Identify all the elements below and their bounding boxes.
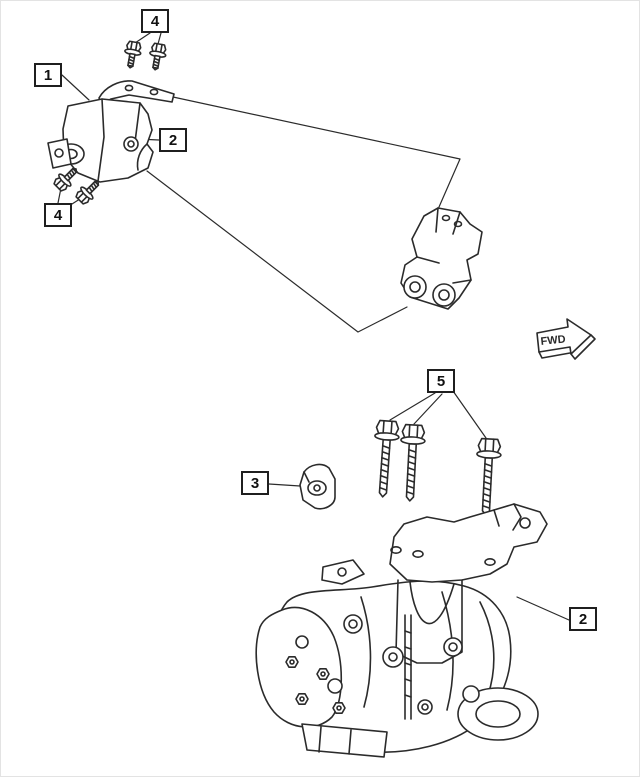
callout-5[interactable]: 5 [427,369,455,393]
callout-3[interactable]: 3 [241,471,269,495]
callout-4-upper[interactable]: 4 [141,9,169,33]
screw-icon [121,39,144,70]
fwd-arrow: FWD [536,318,596,360]
engine-mount-assembly [47,80,175,183]
bolt-icon [472,437,503,517]
insulator-clip [299,463,336,510]
bolt-icon [369,419,401,499]
support-bracket [400,207,483,310]
artwork: FWD [47,32,596,758]
screw-icon [146,41,169,72]
bolt-icon [396,423,427,503]
fwd-label: FWD [540,333,566,348]
transmission-assembly [255,503,548,758]
locator-lines [146,96,461,333]
callout-4-left[interactable]: 4 [44,203,72,227]
callout-2-upper[interactable]: 2 [159,128,187,152]
callout-1[interactable]: 1 [34,63,62,87]
mount-bolts-center [369,419,503,517]
hex-nuts [285,655,346,715]
callout-2-lower[interactable]: 2 [569,607,597,631]
mount-screws-upper [121,39,169,72]
